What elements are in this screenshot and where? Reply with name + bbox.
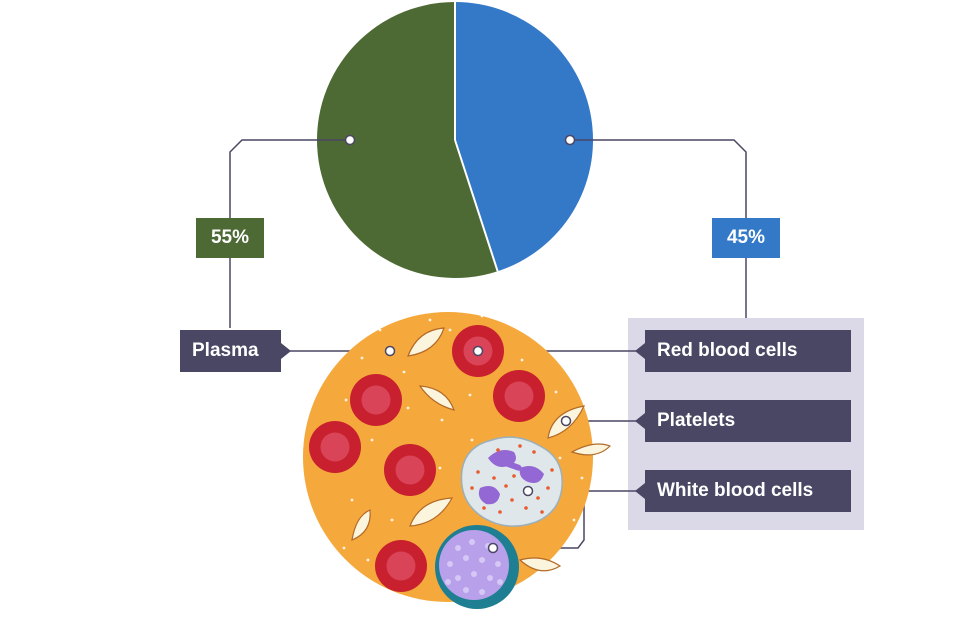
neutrophil-icon bbox=[460, 436, 563, 527]
red-cell-pointer-dot bbox=[472, 345, 484, 357]
red-blood-cells-label: Red blood cells bbox=[645, 330, 851, 372]
plasma-pointer-dot bbox=[384, 345, 396, 357]
white-cell-pointer-dot bbox=[522, 485, 534, 497]
pie-slice-cells bbox=[455, 1, 594, 272]
white-label-arrow bbox=[635, 483, 645, 499]
plasma-percent-label: 55% bbox=[196, 218, 264, 258]
blood-cells-illustration bbox=[303, 312, 612, 609]
platelets-label: Platelets bbox=[645, 400, 851, 442]
platelet-pointer-dot bbox=[560, 415, 572, 427]
cells-percent-label: 45% bbox=[712, 218, 780, 258]
pie-marker-cells bbox=[564, 134, 576, 146]
lymphocyte-icon bbox=[435, 525, 519, 609]
platelets-label-arrow bbox=[635, 413, 645, 429]
white-blood-cells-label: White blood cells bbox=[645, 470, 851, 512]
red-blood-cell-icon bbox=[309, 325, 545, 592]
pie-chart bbox=[317, 1, 594, 278]
red-label-arrow bbox=[635, 343, 645, 359]
lymphocyte-pointer-dot bbox=[487, 542, 499, 554]
plasma-label: Plasma bbox=[180, 330, 281, 372]
pie-marker-plasma bbox=[344, 134, 356, 146]
plasma-label-arrow bbox=[281, 343, 291, 359]
pie-slice-plasma bbox=[317, 2, 498, 278]
